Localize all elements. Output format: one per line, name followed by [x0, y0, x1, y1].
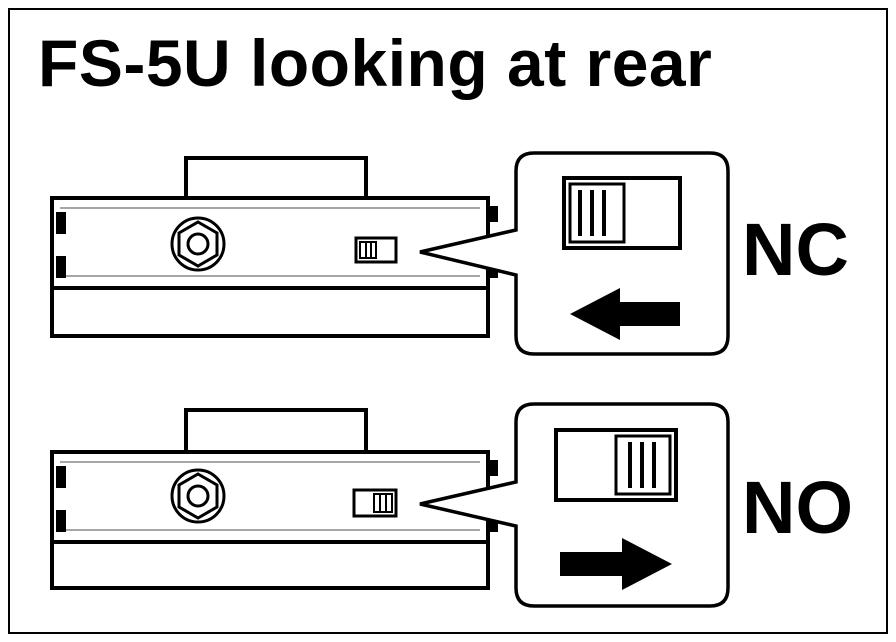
callout-no [419, 402, 730, 608]
device-nc [50, 156, 498, 338]
left-notch [56, 212, 66, 234]
arrow-right-icon [560, 538, 672, 590]
small-switch [354, 236, 398, 264]
arrow-left-icon [570, 288, 680, 340]
callout-nc [419, 151, 730, 356]
right-notch [488, 206, 498, 222]
top-tab [184, 408, 368, 454]
nc-label: NC [742, 208, 849, 291]
page-title: FS-5U looking at rear [38, 26, 713, 100]
right-notch [488, 516, 498, 532]
hex-nut-icon [170, 216, 226, 272]
left-notch [56, 510, 66, 532]
switch-closeup [554, 428, 678, 502]
switch-closeup [562, 176, 682, 250]
device-body [50, 450, 490, 544]
left-notch [56, 466, 66, 488]
no-label: NO [742, 466, 853, 549]
device-no [50, 408, 498, 590]
small-switch [352, 488, 398, 518]
device-base [50, 540, 490, 590]
hex-nut-icon [170, 468, 226, 524]
left-notch [56, 256, 66, 278]
top-tab [184, 156, 368, 200]
device-body [50, 196, 490, 290]
device-base [50, 286, 490, 338]
right-notch [488, 460, 498, 476]
